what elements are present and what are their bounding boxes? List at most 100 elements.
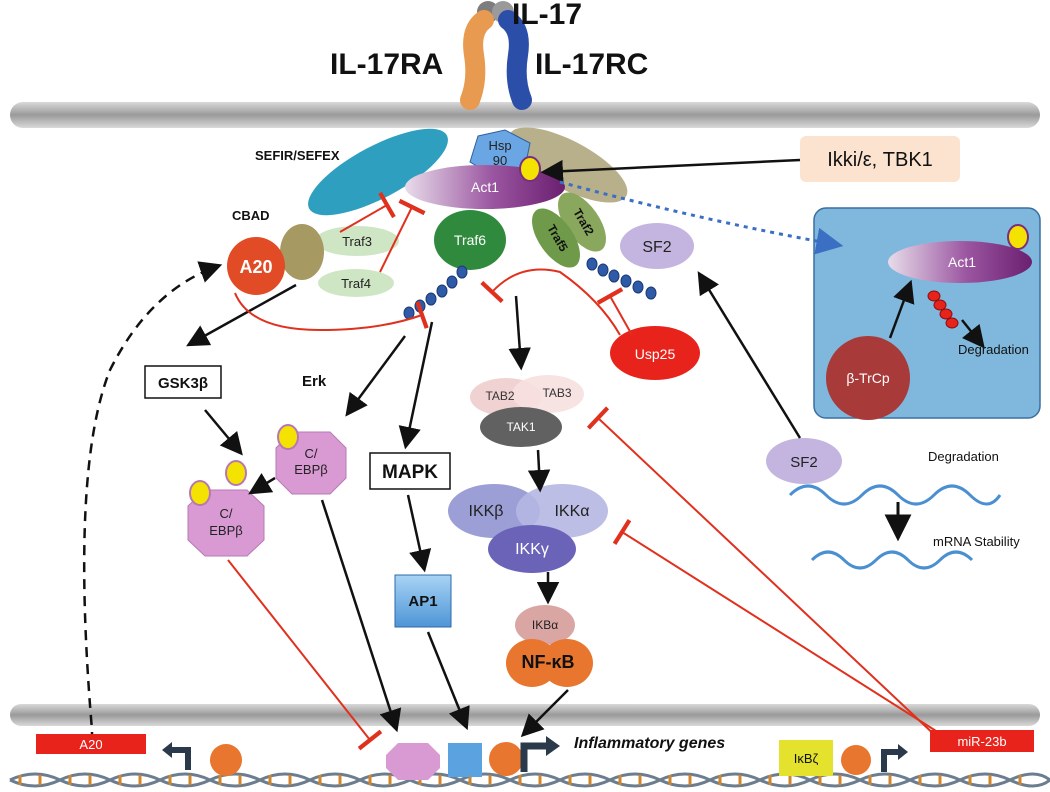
usp25-label: Usp25 — [635, 346, 676, 362]
mapk-box — [369, 452, 451, 490]
btrcp-label: β-TrCp — [846, 370, 890, 386]
cebpb-inhibited — [187, 489, 265, 557]
tak1-to-ikk-arrow — [527, 449, 551, 493]
il17ra-label: IL-17RA — [330, 48, 443, 81]
act1-phospho-dot — [519, 156, 541, 182]
cbad-label: CBAD — [232, 208, 270, 223]
nfkb-tf-dot — [489, 742, 523, 776]
traf6-to-erk-arrow — [345, 335, 407, 417]
act1-degradation-arrow — [961, 319, 985, 349]
mir23b-label: miR-23b — [957, 734, 1006, 749]
traf4 — [318, 269, 394, 297]
activation-arrows — [186, 158, 802, 738]
btrcp — [826, 336, 910, 420]
traf5 — [532, 208, 580, 268]
erk-label: Erk — [302, 373, 327, 390]
ubiquitin-chain-traf5 — [586, 257, 657, 300]
mrna-stability-label: mRNA Stability — [933, 534, 1020, 549]
tak1 — [480, 407, 562, 447]
traf6 — [434, 210, 506, 270]
ikkg-label: IKKγ — [515, 541, 549, 558]
a20-gene-label: A20 — [79, 737, 102, 752]
ap1-to-genes-arrow — [426, 631, 470, 731]
tab3-label: TAB3 — [542, 386, 571, 400]
hsp90-label-1: Hsp — [488, 138, 511, 153]
act1-label: Act1 — [471, 179, 499, 195]
a20-tf-dot — [210, 744, 242, 776]
traf4-inhibits-traf6 — [379, 198, 426, 273]
ikba-label: IKBα — [532, 618, 558, 632]
ikbz-promoter-arrowhead — [898, 744, 908, 760]
act1-to-inset-arrow — [559, 180, 844, 255]
complex-to-gsk3b-arrow — [186, 283, 297, 347]
dna-strand — [9, 772, 1050, 788]
ikba — [515, 605, 575, 645]
a20-gene-box — [36, 734, 146, 754]
ap1-label: AP1 — [408, 593, 437, 610]
il17-label: IL-17 — [512, 0, 582, 31]
cebpb-inhibited-label-2: EBPβ — [209, 523, 243, 538]
ap1-tf-square — [448, 743, 482, 777]
mrna-wavy-upper — [788, 484, 1002, 506]
kinase-box — [800, 136, 960, 182]
traf4-label: Traf4 — [341, 276, 371, 291]
traf6-to-mapk-arrow — [398, 321, 434, 450]
genes-promoter-arrowhead — [546, 736, 560, 756]
a20-inhibits-traf6 — [234, 292, 429, 332]
mir23b-box — [930, 730, 1034, 752]
ikkg — [488, 525, 576, 573]
dna-backbone-2 — [9, 772, 1050, 788]
usp25-inhibits-traf5 — [596, 287, 633, 336]
sf2-complex — [620, 223, 694, 269]
btrcp-to-act1-arrow — [888, 279, 915, 339]
traf3 — [315, 226, 399, 256]
ubiquitin-chain-traf6 — [403, 265, 468, 320]
ikbz-box — [779, 740, 833, 776]
nfkb-label: NF-κB — [521, 652, 574, 672]
mapk-label: MAPK — [382, 462, 438, 483]
usp25 — [610, 326, 700, 380]
sf2-complex-label: SF2 — [642, 239, 671, 256]
inset-degradation-label: Degradation — [958, 342, 1029, 357]
ikka-label: IKKα — [554, 503, 589, 520]
il17-receptor — [460, 1, 532, 110]
tak1-label: TAK1 — [506, 420, 535, 434]
traf3-inhibits-sefir — [339, 191, 396, 233]
a20-promoter-arrowhead — [162, 742, 172, 758]
nfkb-to-genes-arrow — [520, 689, 569, 738]
gsk3b-box — [144, 365, 222, 399]
cebpb-phospho-dot — [277, 424, 299, 450]
ikbz-tf-dot — [841, 745, 871, 775]
ikka — [516, 484, 608, 538]
ap1-box — [394, 574, 452, 628]
nuclear-membrane — [10, 704, 1040, 726]
inset-phospho-dot — [1007, 224, 1029, 250]
kinase-to-act1-arrow — [540, 158, 801, 183]
cebpb-inhibited-label-1: C/ — [220, 506, 233, 521]
a20-promoter-arrow — [170, 747, 191, 770]
il17ra-chain — [460, 10, 494, 110]
inflammatory-genes-label: Inflammatory genes — [574, 735, 725, 752]
inset-ubiquitin — [927, 290, 959, 329]
traf3-label: Traf3 — [342, 234, 372, 249]
tab3 — [512, 375, 584, 413]
mir23b-inhibits-ikk — [612, 519, 945, 737]
sefir-domain-right — [508, 127, 628, 203]
sefir-label: SEFIR/SEFEX — [255, 148, 340, 163]
nfkb-right — [541, 639, 593, 687]
dna-backbone-1 — [9, 772, 1050, 788]
a20-protein — [227, 237, 285, 295]
mapk-to-ap1-arrow — [406, 494, 432, 573]
il17rc-label: IL-17RC — [535, 48, 648, 81]
mrna-wavy-lower — [810, 550, 974, 570]
cbad-domain — [280, 224, 324, 280]
ikkb — [448, 484, 540, 538]
mir23b-inhibits-tak1 — [586, 406, 941, 741]
sf2-mrna-label: SF2 — [790, 454, 818, 471]
traf6-label: Traf6 — [454, 232, 486, 248]
cebpb-tf-shape — [386, 743, 440, 780]
usp25-inhibits-traf6 — [480, 268, 621, 336]
cebpb-to-cebpb-arrow — [248, 473, 276, 495]
cebpb-dot-2 — [189, 480, 211, 506]
